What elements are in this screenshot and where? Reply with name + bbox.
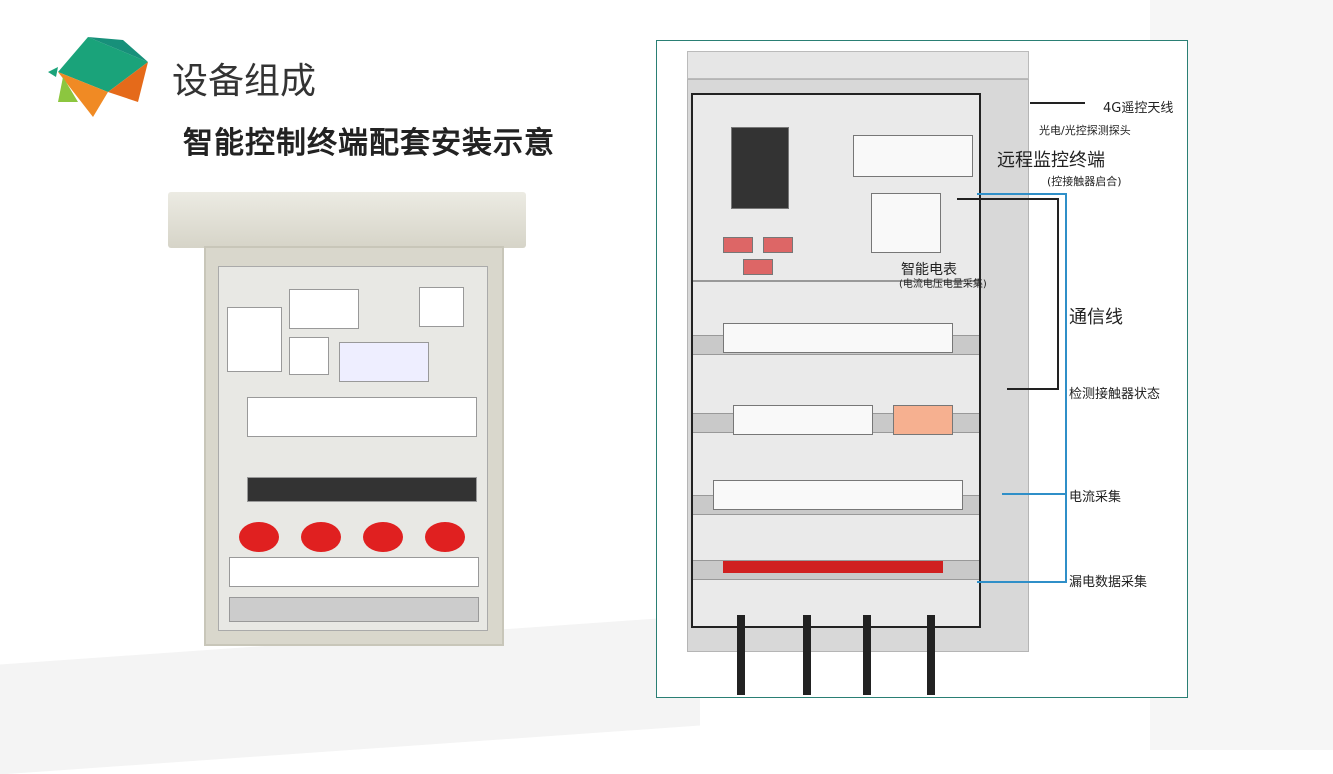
probe-label: 光电/光控探测探头 [1039, 124, 1131, 137]
comm-line-label: 通信线 [1069, 307, 1123, 328]
meter-note: (电流电压电量采集) [899, 279, 987, 290]
contactor-status-label: 检测接触器状态 [1069, 387, 1161, 402]
meter-label: 智能电表 [901, 262, 957, 278]
page-subtitle: 智能控制终端配套安装示意 [183, 126, 555, 161]
page-title: 设备组成 [172, 61, 317, 102]
terminal-note: (控接触器启合) [1047, 175, 1122, 188]
current-label: 电流采集 [1069, 490, 1122, 505]
wiring-diagram: 4G遥控天线 光电/光控探测探头 远程监控终端 (控接触器启合) 智能电表 (电… [656, 40, 1188, 698]
antenna-label: 4G遥控天线 [1103, 101, 1174, 116]
terminal-label: 远程监控终端 [997, 150, 1105, 171]
leakage-label: 漏电数据采集 [1069, 575, 1148, 590]
cabinet-photo [168, 192, 526, 652]
logo-icon [48, 37, 148, 117]
